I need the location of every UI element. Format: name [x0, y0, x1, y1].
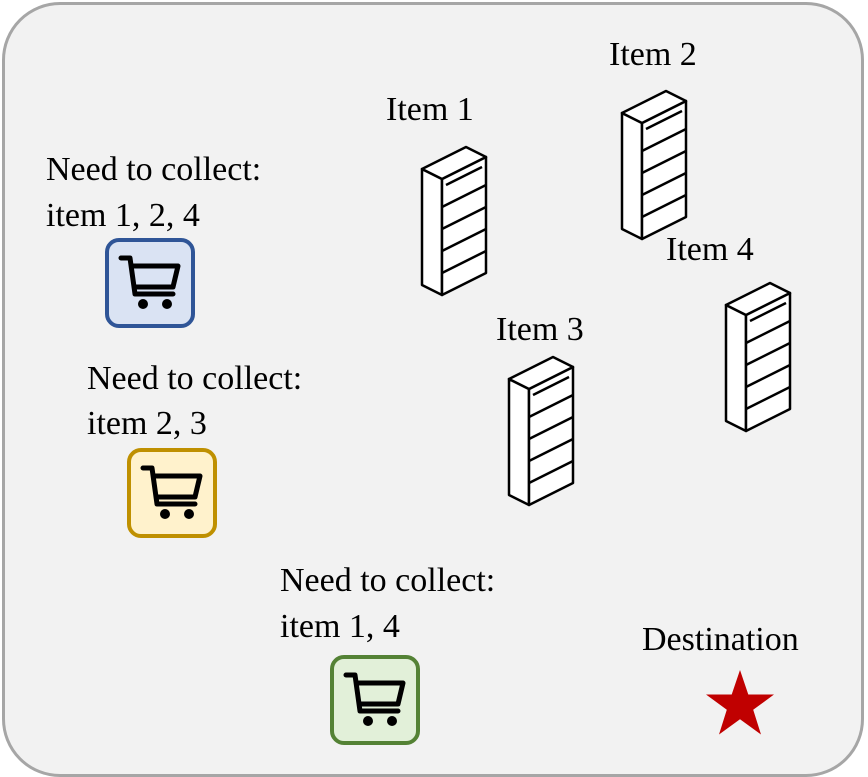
star-icon: [706, 670, 774, 735]
bookshelf-icon: [724, 281, 792, 433]
cart-3: [330, 655, 420, 745]
cart-2-need-heading: Need to collect:: [87, 360, 303, 397]
cart-2-need-items: item 2, 3: [87, 405, 207, 442]
shopping-cart-icon: [118, 255, 181, 309]
cart-3-need-items: item 1, 4: [280, 608, 400, 645]
shelf-label-item-4: Item 4: [666, 231, 754, 268]
bookshelf-icon: [420, 145, 488, 297]
shelf-label-item-3: Item 3: [496, 311, 584, 348]
cart-2: [127, 448, 217, 538]
cart-1-need-heading: Need to collect:: [46, 151, 262, 188]
shopping-cart-icon: [343, 672, 406, 726]
bookshelf-icon: [620, 89, 688, 241]
shelf-label-item-1: Item 1: [386, 91, 474, 128]
shopping-cart-icon: [140, 465, 203, 519]
bookshelf-icon: [507, 355, 575, 507]
cart-1-need-items: item 1, 2, 4: [46, 197, 200, 234]
cart-3-need-heading: Need to collect:: [280, 562, 496, 599]
shelf-label-item-2: Item 2: [609, 36, 697, 73]
cart-1: [105, 238, 195, 328]
destination-label: Destination: [642, 621, 799, 658]
